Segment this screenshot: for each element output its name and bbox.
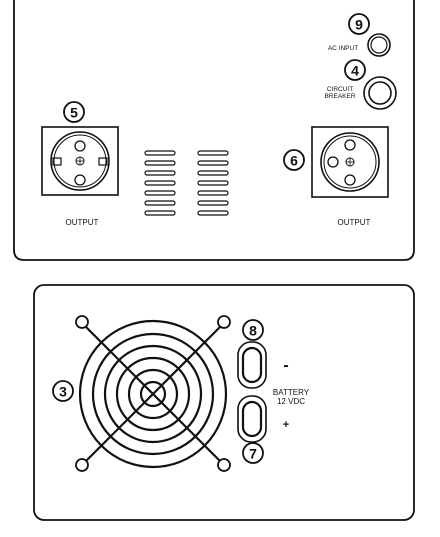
battery-label-line1: BATTERY [273,388,310,397]
positive-terminal [237,395,267,443]
ac-input-label: AC INPUT [328,45,358,52]
callout-8-number: 8 [249,323,257,339]
ac-input-connector [367,33,391,57]
callout-7-number: 7 [249,446,257,462]
front-panel-outline [13,0,415,261]
callout-4-number: 4 [351,63,359,79]
callout-5: 5 [63,101,85,123]
callout-3: 3 [52,380,74,402]
output-left-label: OUTPUT [66,218,99,227]
callout-6-number: 6 [290,153,298,169]
callout-6: 6 [283,149,305,171]
plus-sign: + [283,419,289,431]
battery-label-line2: 12 VDC [277,397,305,406]
minus-sign: - [283,357,288,374]
circuit-breaker-label-line2: BREAKER [324,93,355,100]
callout-3-number: 3 [59,384,67,400]
fan-grille [78,319,228,469]
rear-panel-outline [33,284,415,521]
callout-7: 7 [242,442,264,464]
circuit-breaker-label-line1: CIRCUIT [327,86,353,93]
callout-4: 4 [344,59,366,81]
circuit-breaker [363,76,397,110]
front-panel: OUTPUT 5 [13,0,415,261]
callout-9-number: 9 [355,17,363,33]
output-socket-right [311,126,389,198]
output-socket-left [41,126,119,196]
callout-5-number: 5 [70,105,78,121]
callout-9: 9 [348,13,370,35]
rear-panel: 3 8 7 - BATTERY 12 VDC + [33,284,415,521]
negative-terminal [237,341,267,389]
vent-slots [144,150,229,216]
output-right-label: OUTPUT [338,218,371,227]
callout-8: 8 [242,319,264,341]
fan-cross-bars [84,325,222,463]
fan-mounting-holes [75,315,231,472]
